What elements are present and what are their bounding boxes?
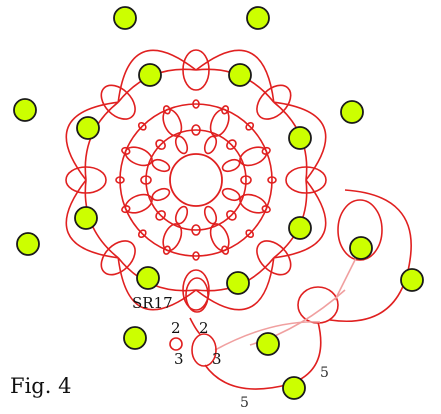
middle-ring <box>124 146 153 167</box>
small-picot-ring <box>137 229 147 239</box>
bead <box>288 216 312 240</box>
small-picot-ring <box>192 99 200 109</box>
inner-petal-ring <box>221 158 241 173</box>
figure-caption: Fig. 4 <box>10 374 72 398</box>
picot-ring <box>191 124 201 136</box>
bead <box>123 326 147 350</box>
small-picot-ring <box>137 121 147 131</box>
stitch-count-bottom-5: 5 <box>240 395 249 411</box>
stitch-count-left-2: 2 <box>171 319 181 337</box>
picot-ring <box>191 224 201 236</box>
bead <box>246 6 270 30</box>
bead <box>288 126 312 150</box>
outer-chain-arc <box>117 49 197 103</box>
picot-ring <box>240 175 252 185</box>
middle-ring <box>162 223 183 252</box>
small-picot-ring <box>245 229 255 239</box>
bead-layer <box>13 6 424 400</box>
stitch-count-right-3: 3 <box>212 350 222 368</box>
bead <box>349 236 373 260</box>
faint-guide-line <box>214 321 321 351</box>
middle-chain-circle <box>119 103 273 257</box>
bead <box>74 206 98 230</box>
bead <box>76 116 100 140</box>
small-picot-ring <box>121 146 131 155</box>
bead <box>113 6 137 30</box>
inner-petal-ring <box>151 158 171 173</box>
outer-chain-arc <box>195 257 275 311</box>
outer-chain-arc <box>195 49 275 103</box>
bottom-ring <box>191 333 217 367</box>
ring-sr17 <box>185 277 209 313</box>
small-picot-ring <box>162 245 171 255</box>
outer-chain-arc <box>65 179 119 259</box>
extension-ring <box>337 199 383 261</box>
picot-ring <box>140 175 152 185</box>
bead <box>16 232 40 256</box>
middle-ring <box>239 193 268 214</box>
picot-ring <box>226 210 237 221</box>
outer-chain-arc <box>273 101 327 181</box>
inner-petal-ring <box>174 135 189 155</box>
inner-petal-ring <box>151 187 171 202</box>
outer-chain-arc <box>273 179 327 259</box>
join-thread <box>189 317 201 335</box>
bead <box>13 98 37 122</box>
ring-label-sr17: SR17 <box>132 294 173 312</box>
outer-chain-arc <box>117 257 197 311</box>
small-picot-ring <box>261 146 271 155</box>
small-picot-ring <box>121 205 131 214</box>
small-picot-ring <box>221 245 230 255</box>
bead <box>136 266 160 290</box>
picot-ring <box>155 210 166 221</box>
middle-ring <box>162 108 183 137</box>
small-picot-ring <box>245 121 255 131</box>
small-picot-ring <box>192 251 200 261</box>
inner-petal-ring <box>221 187 241 202</box>
middle-ring <box>209 108 230 137</box>
bead <box>282 376 306 400</box>
bead <box>226 271 250 295</box>
stitch-count-right-5: 5 <box>320 365 329 381</box>
outer-chain-arc <box>65 101 119 181</box>
middle-ring <box>239 146 268 167</box>
stitch-count-right-2: 2 <box>199 319 209 337</box>
inner-chain-arc <box>84 101 119 181</box>
middle-ring <box>209 223 230 252</box>
inner-petal-ring <box>174 205 189 225</box>
bead <box>138 63 162 87</box>
bead <box>256 332 280 356</box>
bead <box>228 63 252 87</box>
small-picot-ring <box>267 176 277 184</box>
bead <box>340 100 364 124</box>
bead <box>400 268 424 292</box>
thread-structure <box>65 49 412 390</box>
small-picot-ring <box>221 105 230 115</box>
extension-chain <box>204 321 322 390</box>
picot-ring <box>155 139 166 150</box>
small-picot-ring <box>261 205 271 214</box>
inner-petal-ring <box>203 135 218 155</box>
small-picot-ring <box>115 176 125 184</box>
picot-ring <box>226 139 237 150</box>
small-picot-ring <box>162 105 171 115</box>
stitch-count-left-3: 3 <box>174 350 184 368</box>
small-picot-ring <box>169 337 183 351</box>
inner-petal-ring <box>203 205 218 225</box>
extension-chain <box>329 189 412 322</box>
extension-ring <box>297 286 339 324</box>
center-ring <box>169 153 223 207</box>
inner-chain-circle <box>145 129 247 231</box>
middle-ring <box>124 193 153 214</box>
